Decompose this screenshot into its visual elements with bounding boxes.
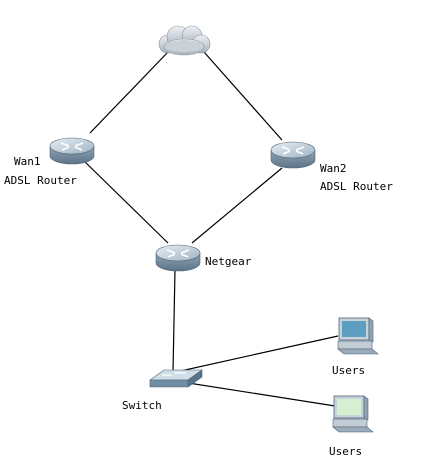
link-wan1-netgear bbox=[82, 159, 169, 244]
netgear-label: Netgear bbox=[205, 255, 252, 268]
cloud-icon bbox=[158, 25, 211, 56]
links bbox=[82, 51, 339, 407]
users1-label: Users bbox=[332, 364, 365, 377]
desktop-computer-icon[interactable] bbox=[337, 317, 379, 355]
desktop-computer-icon[interactable] bbox=[332, 395, 374, 433]
wan1-label-type: ADSL Router bbox=[4, 174, 77, 187]
link-internet-wan2 bbox=[203, 51, 283, 141]
router-icon[interactable] bbox=[270, 141, 316, 169]
link-switch-users2 bbox=[181, 381, 336, 407]
wan1-label-name: Wan1 bbox=[14, 155, 41, 168]
link-wan2-netgear bbox=[191, 167, 283, 244]
link-netgear-switch bbox=[172, 269, 176, 373]
router-icon[interactable] bbox=[155, 244, 201, 272]
wan2-label-name: Wan2 bbox=[320, 162, 347, 175]
link-switch-users1 bbox=[175, 335, 339, 373]
switch-label: Switch bbox=[122, 399, 162, 412]
router-icon[interactable] bbox=[49, 137, 95, 165]
switch-icon[interactable] bbox=[149, 369, 203, 388]
link-internet-wan1 bbox=[89, 51, 169, 134]
users2-label: Users bbox=[329, 445, 362, 458]
wan2-label-type: ADSL Router bbox=[320, 180, 393, 193]
